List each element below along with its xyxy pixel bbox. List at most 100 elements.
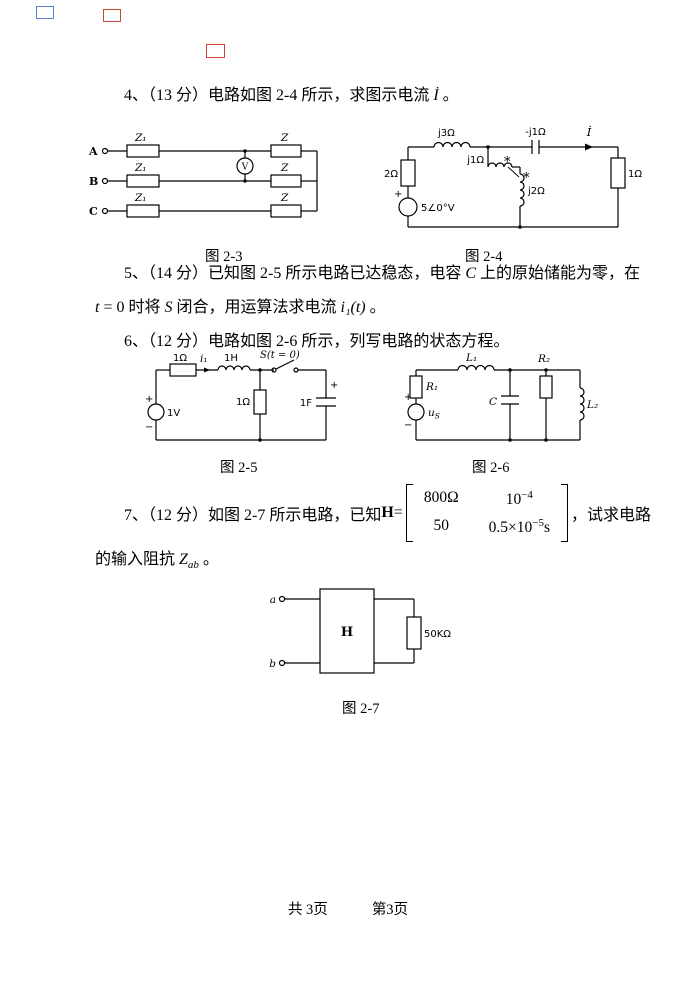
figure-2-4-caption: 图 2-4 <box>465 249 503 265</box>
plus-sign: + <box>404 392 412 403</box>
mutual-coupling-arrow <box>507 166 520 178</box>
h-box-label: H <box>341 625 353 640</box>
node-dot <box>544 438 548 442</box>
h-matrix-symbol: H <box>381 504 394 522</box>
impedance-zab-symbol: Zab <box>179 551 199 572</box>
source-value: 1V <box>167 408 180 419</box>
inductor-j3ohm-label: j3Ω <box>437 128 455 139</box>
voltmeter: V <box>236 149 254 183</box>
node-dot <box>258 368 262 372</box>
q7-equals: = <box>393 504 403 522</box>
z-label: Z <box>280 132 289 144</box>
inductor-l1-label: L₁ <box>465 352 477 364</box>
switch-s: S(t = 0) <box>260 350 300 373</box>
minus-sign: − <box>404 420 412 431</box>
matrix-cells: 800Ω 10−4 50 0.5×10−5s <box>413 484 561 542</box>
phase-b-line: B Z₁ Z <box>89 162 317 188</box>
q5-text: 。 <box>365 299 386 316</box>
resistor-2ohm-label: 2Ω <box>384 169 398 180</box>
switch-symbol: S <box>164 299 173 316</box>
voltmeter-label: V <box>241 163 249 173</box>
capacitor-c: C <box>489 395 519 408</box>
matrix-cell-22: 0.5×10−5s <box>488 517 550 537</box>
inductor-l2: L₂ <box>579 387 598 421</box>
current-i1-arrow: i₁ <box>200 353 210 373</box>
phase-c-line: C Z₁ Z <box>89 192 317 218</box>
figure-2-6-circuit: + uS − R₁ L₁ C R₂ L₂ <box>404 352 598 442</box>
capacitor-c-label: C <box>489 396 497 408</box>
z1-label: Z₁ <box>134 132 147 144</box>
inductor-j1ohm-label: j1Ω <box>466 155 484 166</box>
minus-sign: − <box>145 422 153 433</box>
matrix-bracket-right <box>561 484 568 543</box>
source-value: 5∠0°V <box>421 203 455 214</box>
phase-c-label: C <box>89 205 98 218</box>
coupling-marks: * * <box>504 155 530 186</box>
resistor-r1: R₁ <box>409 375 438 399</box>
terminal-b: b <box>269 658 286 670</box>
capacitor-label: 1F <box>300 398 312 409</box>
voltage-source-1v: + 1V − <box>145 394 180 433</box>
terminal-a-label: a <box>270 594 276 606</box>
switch-label: S(t = 0) <box>260 350 300 361</box>
current-symbol: İ <box>433 87 439 104</box>
z1-label: Z₁ <box>134 162 147 174</box>
figure-2-5-caption: 图 2-5 <box>220 460 258 476</box>
resistor-label: 1Ω <box>173 353 187 364</box>
figure-2-7-circuit: a b H 50KΩ <box>269 588 451 674</box>
inductor-j2ohm: j2Ω <box>519 173 545 207</box>
scan-artifact-box <box>36 6 54 19</box>
node-dot <box>518 225 522 229</box>
matrix-cell-21: 50 <box>433 517 449 535</box>
q5-text: 闭合，用运算法求电流 <box>172 299 341 316</box>
plus-sign: + <box>145 394 153 405</box>
page-footer: 共 3页 第3页 <box>0 898 696 919</box>
question-7-line2: 的输入阻抗 Zab 。 <box>95 550 219 572</box>
wires <box>284 598 415 664</box>
node-dot <box>508 368 512 372</box>
question-5-line2: t = 0 时将 S 闭合，用运算法求电流 i₁(t) 。 <box>95 298 386 319</box>
q7-text: 的输入阻抗 <box>95 551 180 568</box>
current-label: İ <box>586 125 592 139</box>
t-symbol: t <box>95 299 100 316</box>
inductor-j3ohm: j3Ω <box>433 128 471 148</box>
impedance-z-a <box>270 144 302 158</box>
capacitor-symbol: C <box>465 265 477 282</box>
resistor-1ohm-series: 1Ω <box>169 353 197 377</box>
q7-text: ，试求电路 <box>571 507 652 525</box>
impedance-z1-c <box>126 204 160 218</box>
two-port-network-box: H <box>319 588 375 674</box>
z-label: Z <box>280 192 289 204</box>
question-6-text: 6、（12 分）电路如图 2-6 所示，列写电路的状态方程。 <box>124 333 510 350</box>
voltage-source-us: + uS − <box>404 392 440 431</box>
q7-text: 7、（12 分）如图 2-7 所示电路，已知 <box>124 507 382 525</box>
capacitor-minus-j1ohm: -j1Ω <box>525 127 546 154</box>
matrix-cell-11: 800Ω <box>423 489 459 506</box>
z1-label: Z₁ <box>134 192 147 204</box>
plus-sign: + <box>394 189 402 200</box>
q7-text: 。 <box>198 551 219 568</box>
figure-2-7-caption: 图 2-7 <box>342 701 380 717</box>
h-matrix: 800Ω 10−4 50 0.5×10−5s <box>405 484 568 543</box>
wires <box>415 369 581 441</box>
load-resistor-50k: 50KΩ <box>406 616 451 650</box>
inductor-label: 1H <box>224 353 238 364</box>
capacitor-label: -j1Ω <box>525 127 546 138</box>
impedance-z1-a <box>126 144 160 158</box>
scan-artifact-box <box>103 9 121 22</box>
resistor-r2-label: R₂ <box>537 353 550 365</box>
node-dot <box>508 438 512 442</box>
inductor-l1: L₁ <box>457 352 495 371</box>
current-arrow: İ <box>585 125 593 151</box>
load-resistor-label: 50KΩ <box>424 629 451 640</box>
question-5-line1: 5、（14 分）已知图 2-5 所示电路已达稳态，电容 C 上的原始储能为零，在 <box>124 264 640 285</box>
inductor-j2ohm-label: j2Ω <box>527 186 545 197</box>
terminal-a <box>101 147 109 155</box>
inductor-1h: 1H <box>217 353 251 371</box>
question-7-line1: 7、（12 分）如图 2-7 所示电路，已知 H = 800Ω 10−4 50 … <box>124 484 652 543</box>
q5-text: = 0 时将 <box>99 299 165 316</box>
inductor-j1ohm: j1Ω <box>466 155 513 168</box>
footer-total-pages: 共 3页 <box>287 902 328 918</box>
voltage-source: + 5∠0°V <box>394 189 455 217</box>
figure-2-6-caption: 图 2-6 <box>472 460 510 476</box>
